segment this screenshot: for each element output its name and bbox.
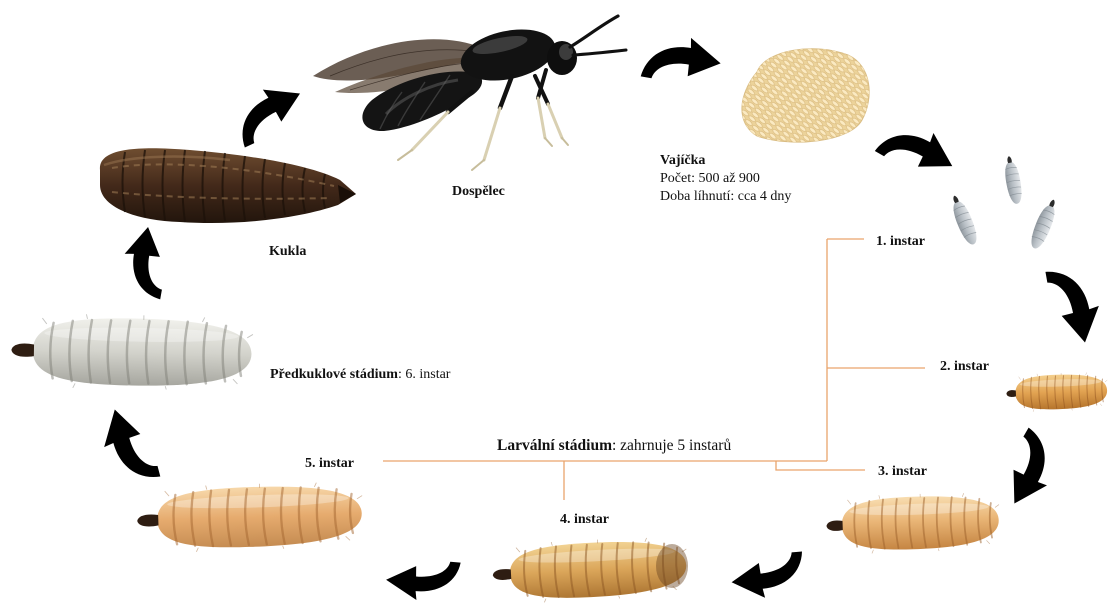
eggs-hatching: Doba líhnutí: cca 4 dny [660,188,791,206]
adult-fly-image [313,16,626,170]
instar-1-larva [1002,155,1024,205]
prepupa-image [11,313,253,391]
prepupa-detail: : 6. instar [398,367,451,382]
arrow-instar-3-to-instar-4 [729,551,805,600]
instar-1-larva [947,193,981,247]
instar-5-label: 5. instar [305,455,354,473]
larval-stage-connectors [383,239,925,500]
arrow-instar-4-to-instar-5 [385,556,461,603]
arrow-instar-5-to-prepupa [95,403,160,489]
larval-stage-label: Larvální stádium: zahrnuje 5 instarů [497,436,731,455]
instar-1-larva [1027,197,1061,251]
arrow-instar-1-to-instar-2 [1045,264,1104,347]
larval-stage-detail: : zahrnuje 5 instarů [612,437,731,454]
instar-3-title: 3. instar [878,464,927,479]
larval-stage-title: Larvální stádium [497,437,612,454]
instar-4-image [491,535,688,605]
instar-3-image [825,491,1000,555]
prepupa-title: Předkuklové stádium [270,367,398,382]
arrow-adult-to-eggs [641,30,724,89]
egg-cluster-image [742,49,869,142]
eggs-count: Počet: 500 až 900 [660,170,791,188]
prepupa-label: Předkuklové stádium: 6. instar [270,366,450,384]
connector-instar-3 [776,461,865,470]
fly-antennae [570,16,626,55]
eggs-label: Vajíčka Počet: 500 až 900 Doba líhnutí: … [660,152,791,206]
instar-1-title: 1. instar [876,234,925,249]
instar-5-image [136,480,364,554]
eggs-title: Vajíčka [660,153,705,168]
adult-label: Dospělec [452,183,505,201]
instar-2-image [1006,371,1108,413]
instar-1-image [947,155,1061,251]
pupa-label: Kukla [269,243,306,261]
instar-4-label: 4. instar [560,511,609,529]
instar-2-title: 2. instar [940,359,989,374]
arrow-eggs-to-instar-1 [875,112,962,188]
instar-4-title: 4. instar [560,512,609,527]
arrow-prepupa-to-pupa [118,224,172,300]
arrow-instar-2-to-instar-3 [992,428,1067,513]
adult-title: Dospělec [452,184,505,199]
pupa-title: Kukla [269,244,306,259]
pupa-image [100,148,356,223]
instar-1-label: 1. instar [876,233,925,251]
arrow-pupa-to-adult [226,76,311,147]
instar-2-label: 2. instar [940,358,989,376]
instar-3-label: 3. instar [878,463,927,481]
instar-5-title: 5. instar [305,456,354,471]
